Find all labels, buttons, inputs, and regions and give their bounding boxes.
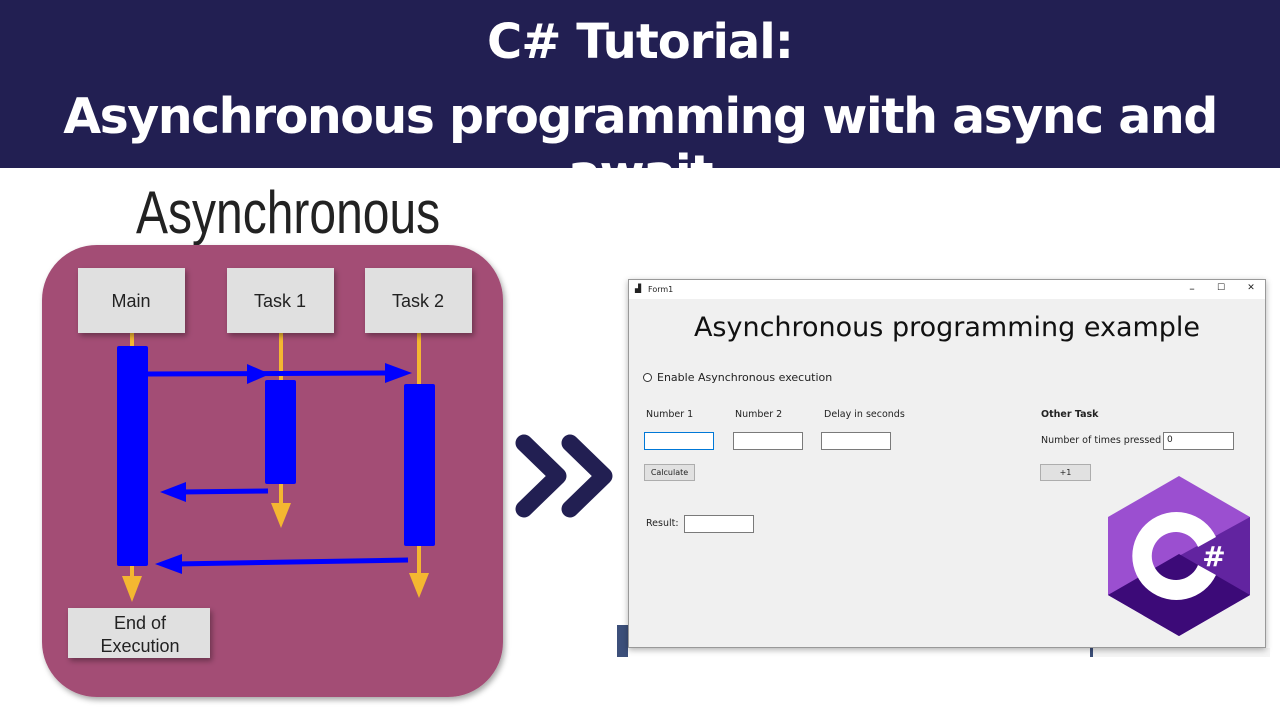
double-chevron-right-icon — [515, 434, 613, 518]
lane-label-task2: Task 2 — [392, 291, 444, 311]
task2-end-arrowhead — [409, 573, 429, 598]
delay-label: Delay in seconds — [824, 409, 905, 420]
background-editor-panel — [1090, 648, 1270, 657]
form-icon: ▟ — [635, 284, 642, 293]
arrowhead-task2 — [385, 363, 412, 383]
call-arrow — [147, 370, 396, 377]
task2-execution-bar — [404, 384, 435, 546]
arrowhead-task1 — [247, 364, 270, 384]
end-box — [68, 608, 210, 658]
window-titlebar[interactable]: ▟ Form1 – ☐ ✕ — [629, 280, 1265, 299]
title-line-2: Asynchronous programming with async and … — [63, 88, 1218, 202]
background-editor-strip — [617, 625, 628, 657]
task1-execution-bar — [265, 380, 296, 484]
return-arrow-task2 — [174, 557, 409, 567]
lane-box-task1 — [227, 268, 334, 333]
times-pressed-label: Number of times pressed — [1041, 435, 1162, 446]
number2-label: Number 2 — [735, 409, 783, 420]
arrowhead-return1 — [160, 482, 186, 502]
arrowhead-return2 — [155, 554, 182, 574]
number1-input[interactable] — [644, 432, 714, 450]
lane-box-main — [78, 268, 185, 333]
result-output[interactable] — [684, 515, 754, 533]
maximize-button[interactable]: ☐ — [1216, 283, 1226, 293]
csharp-logo-icon: # — [1108, 476, 1250, 636]
form-heading: Asynchronous programming example — [693, 312, 1201, 343]
times-pressed-input[interactable]: 0 — [1163, 432, 1234, 450]
end-label-2: Execution — [100, 636, 179, 656]
main-end-arrowhead — [122, 576, 142, 602]
async-diagram: Main Task 1 Task 2 End of Execution — [42, 245, 613, 697]
lane-box-task2 — [365, 268, 472, 333]
calculate-button[interactable]: Calculate — [644, 464, 695, 481]
form-window: ▟ Form1 – ☐ ✕ Asynchronous programming e… — [628, 279, 1266, 648]
delay-input[interactable] — [821, 432, 891, 450]
task1-end-arrowhead — [271, 503, 291, 528]
main-execution-bar — [117, 346, 148, 566]
other-task-label: Other Task — [1041, 409, 1099, 420]
close-button[interactable]: ✕ — [1247, 283, 1255, 293]
end-label-1: End of — [114, 613, 167, 633]
number2-input[interactable] — [733, 432, 803, 450]
result-label: Result: — [646, 518, 679, 529]
diagram-title: Asynchronous — [136, 179, 441, 246]
return-arrow-task1 — [179, 488, 269, 495]
window-title: Form1 — [648, 285, 674, 294]
lane-label-main: Main — [111, 291, 150, 311]
plus-one-button[interactable]: +1 — [1040, 464, 1091, 481]
title-banner: C# Tutorial: Asynchronous programming wi… — [0, 0, 1280, 202]
number1-label: Number 1 — [646, 409, 694, 420]
title-line-1: C# Tutorial: — [487, 14, 794, 70]
minimize-button[interactable]: – — [1189, 282, 1195, 295]
async-radio-label[interactable]: Enable Asynchronous execution — [657, 371, 833, 384]
async-radio-button[interactable] — [643, 373, 652, 382]
csharp-logo-hash: # — [1202, 540, 1225, 573]
lane-label-task1: Task 1 — [254, 291, 306, 311]
